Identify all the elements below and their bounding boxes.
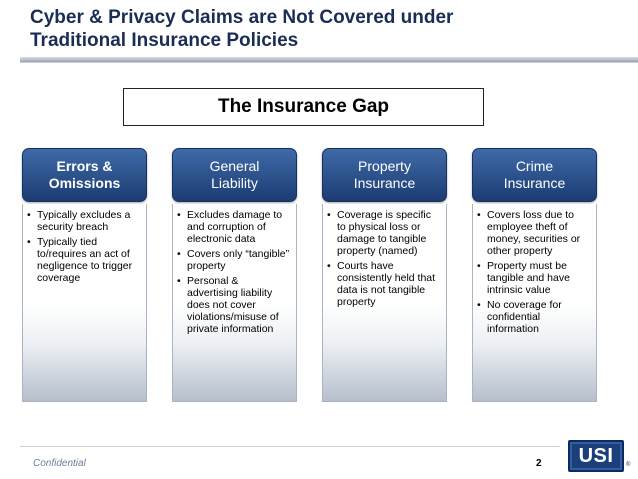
column-header-label: Property Insurance [353, 158, 416, 191]
bullet-item: Covers loss due to employee theft of mon… [477, 209, 592, 257]
bullet-list: Excludes damage to and corruption of ele… [177, 209, 292, 335]
confidential-label: Confidential [33, 458, 86, 469]
bullet-list: Covers loss due to employee theft of mon… [477, 209, 592, 335]
column-header: Crime Insurance [472, 148, 597, 202]
title-divider [20, 57, 638, 62]
usi-logo: USI [568, 440, 624, 472]
bullet-item: Coverage is specific to physical loss or… [327, 209, 442, 257]
insurance-gap-label: The Insurance Gap [217, 96, 390, 117]
bullet-item: No coverage for confidential information [477, 299, 592, 335]
column-body: Coverage is specific to physical loss or… [322, 204, 447, 402]
bullet-list: Coverage is specific to physical loss or… [327, 209, 442, 308]
column-property-insurance: Property Insurance Coverage is specific … [322, 148, 447, 402]
bullet-item: Courts have consistently held that data … [327, 260, 442, 308]
column-header-label: Errors & Omissions [48, 158, 121, 191]
title-divider-accent [20, 62, 638, 63]
usi-logo-text: USI [578, 444, 614, 467]
bullet-list: Typically excludes a security breach Typ… [27, 209, 142, 284]
slide-title: Cyber & Privacy Claims are Not Covered u… [30, 6, 610, 52]
slide-title-line1: Cyber & Privacy Claims are Not Covered u… [30, 7, 454, 28]
column-general-liability: General Liability Excludes damage to and… [172, 148, 297, 402]
column-crime-insurance: Crime Insurance Covers loss due to emplo… [472, 148, 597, 402]
column-body: Excludes damage to and corruption of ele… [172, 204, 297, 402]
registered-mark: ® [626, 462, 631, 468]
bullet-item: Personal & advertising liability does no… [177, 275, 292, 335]
bullet-item: Typically excludes a security breach [27, 209, 142, 233]
bullet-item: Excludes damage to and corruption of ele… [177, 209, 292, 245]
footer-divider [20, 446, 560, 447]
column-errors-omissions: Errors & Omissions Typically excludes a … [22, 148, 147, 402]
page-number: 2 [536, 458, 542, 469]
column-header-label: Crime Insurance [503, 158, 566, 191]
bullet-item: Covers only “tangible” property [177, 248, 292, 272]
bullet-item: Property must be tangible and have intri… [477, 260, 592, 296]
bullet-item: Typically tied to/requires an act of neg… [27, 236, 142, 284]
column-body: Covers loss due to employee theft of mon… [472, 204, 597, 402]
column-header-label: General Liability [209, 158, 260, 191]
slide-title-line2: Traditional Insurance Policies [30, 30, 299, 51]
column-header: Errors & Omissions [22, 148, 147, 202]
column-header: Property Insurance [322, 148, 447, 202]
column-header: General Liability [172, 148, 297, 202]
column-body: Typically excludes a security breach Typ… [22, 204, 147, 402]
insurance-gap-box: The Insurance Gap [123, 88, 484, 126]
